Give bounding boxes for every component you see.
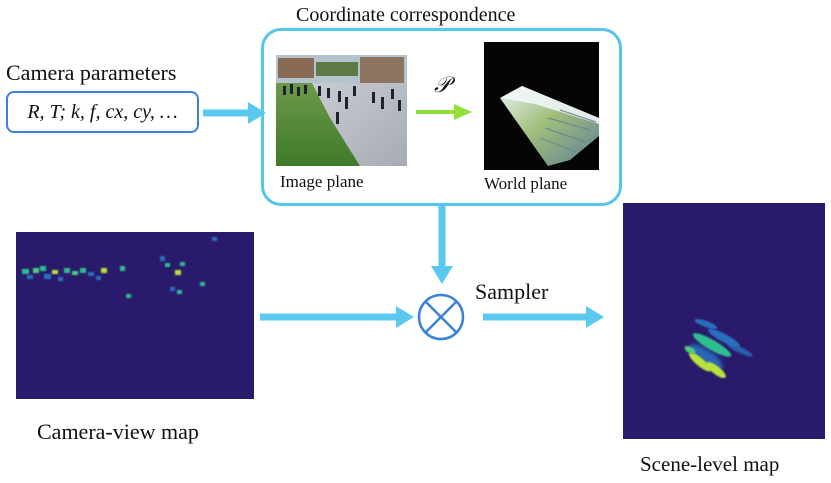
scene-level-map — [623, 203, 825, 439]
image-plane-label: Image plane — [280, 172, 364, 191]
arrow-sampler-to-scene — [483, 306, 604, 328]
projection-symbol: 𝒫 — [434, 73, 450, 98]
camera-parameters-title: Camera parameters — [6, 60, 177, 85]
camera-view-heat-spots — [22, 237, 217, 298]
arrow-projection — [416, 104, 472, 120]
arrow-coordinates-to-sampler — [431, 206, 453, 284]
camera-parameters-box: R, T; k, f, cx, cy, … — [6, 91, 199, 133]
image-plane-photo — [276, 55, 407, 166]
world-plane-photo — [484, 42, 599, 170]
camera-view-map-label: Camera-view map — [37, 419, 199, 444]
scene-level-map-label: Scene-level map — [640, 452, 780, 476]
world-plane-label: World plane — [484, 174, 568, 193]
arrow-cameraview-to-sampler — [260, 306, 414, 328]
sampler-multiply-icon — [417, 293, 465, 341]
coordinate-correspondence-box — [261, 28, 622, 206]
scene-level-heat-blobs — [684, 319, 753, 379]
camera-parameters-values: R, T; k, f, cx, cy, … — [27, 100, 178, 123]
camera-view-map — [16, 232, 254, 399]
coordinate-correspondence-title: Coordinate correspondence — [296, 4, 516, 26]
arrow-params-to-image — [203, 102, 266, 124]
sampler-label: Sampler — [475, 279, 549, 304]
